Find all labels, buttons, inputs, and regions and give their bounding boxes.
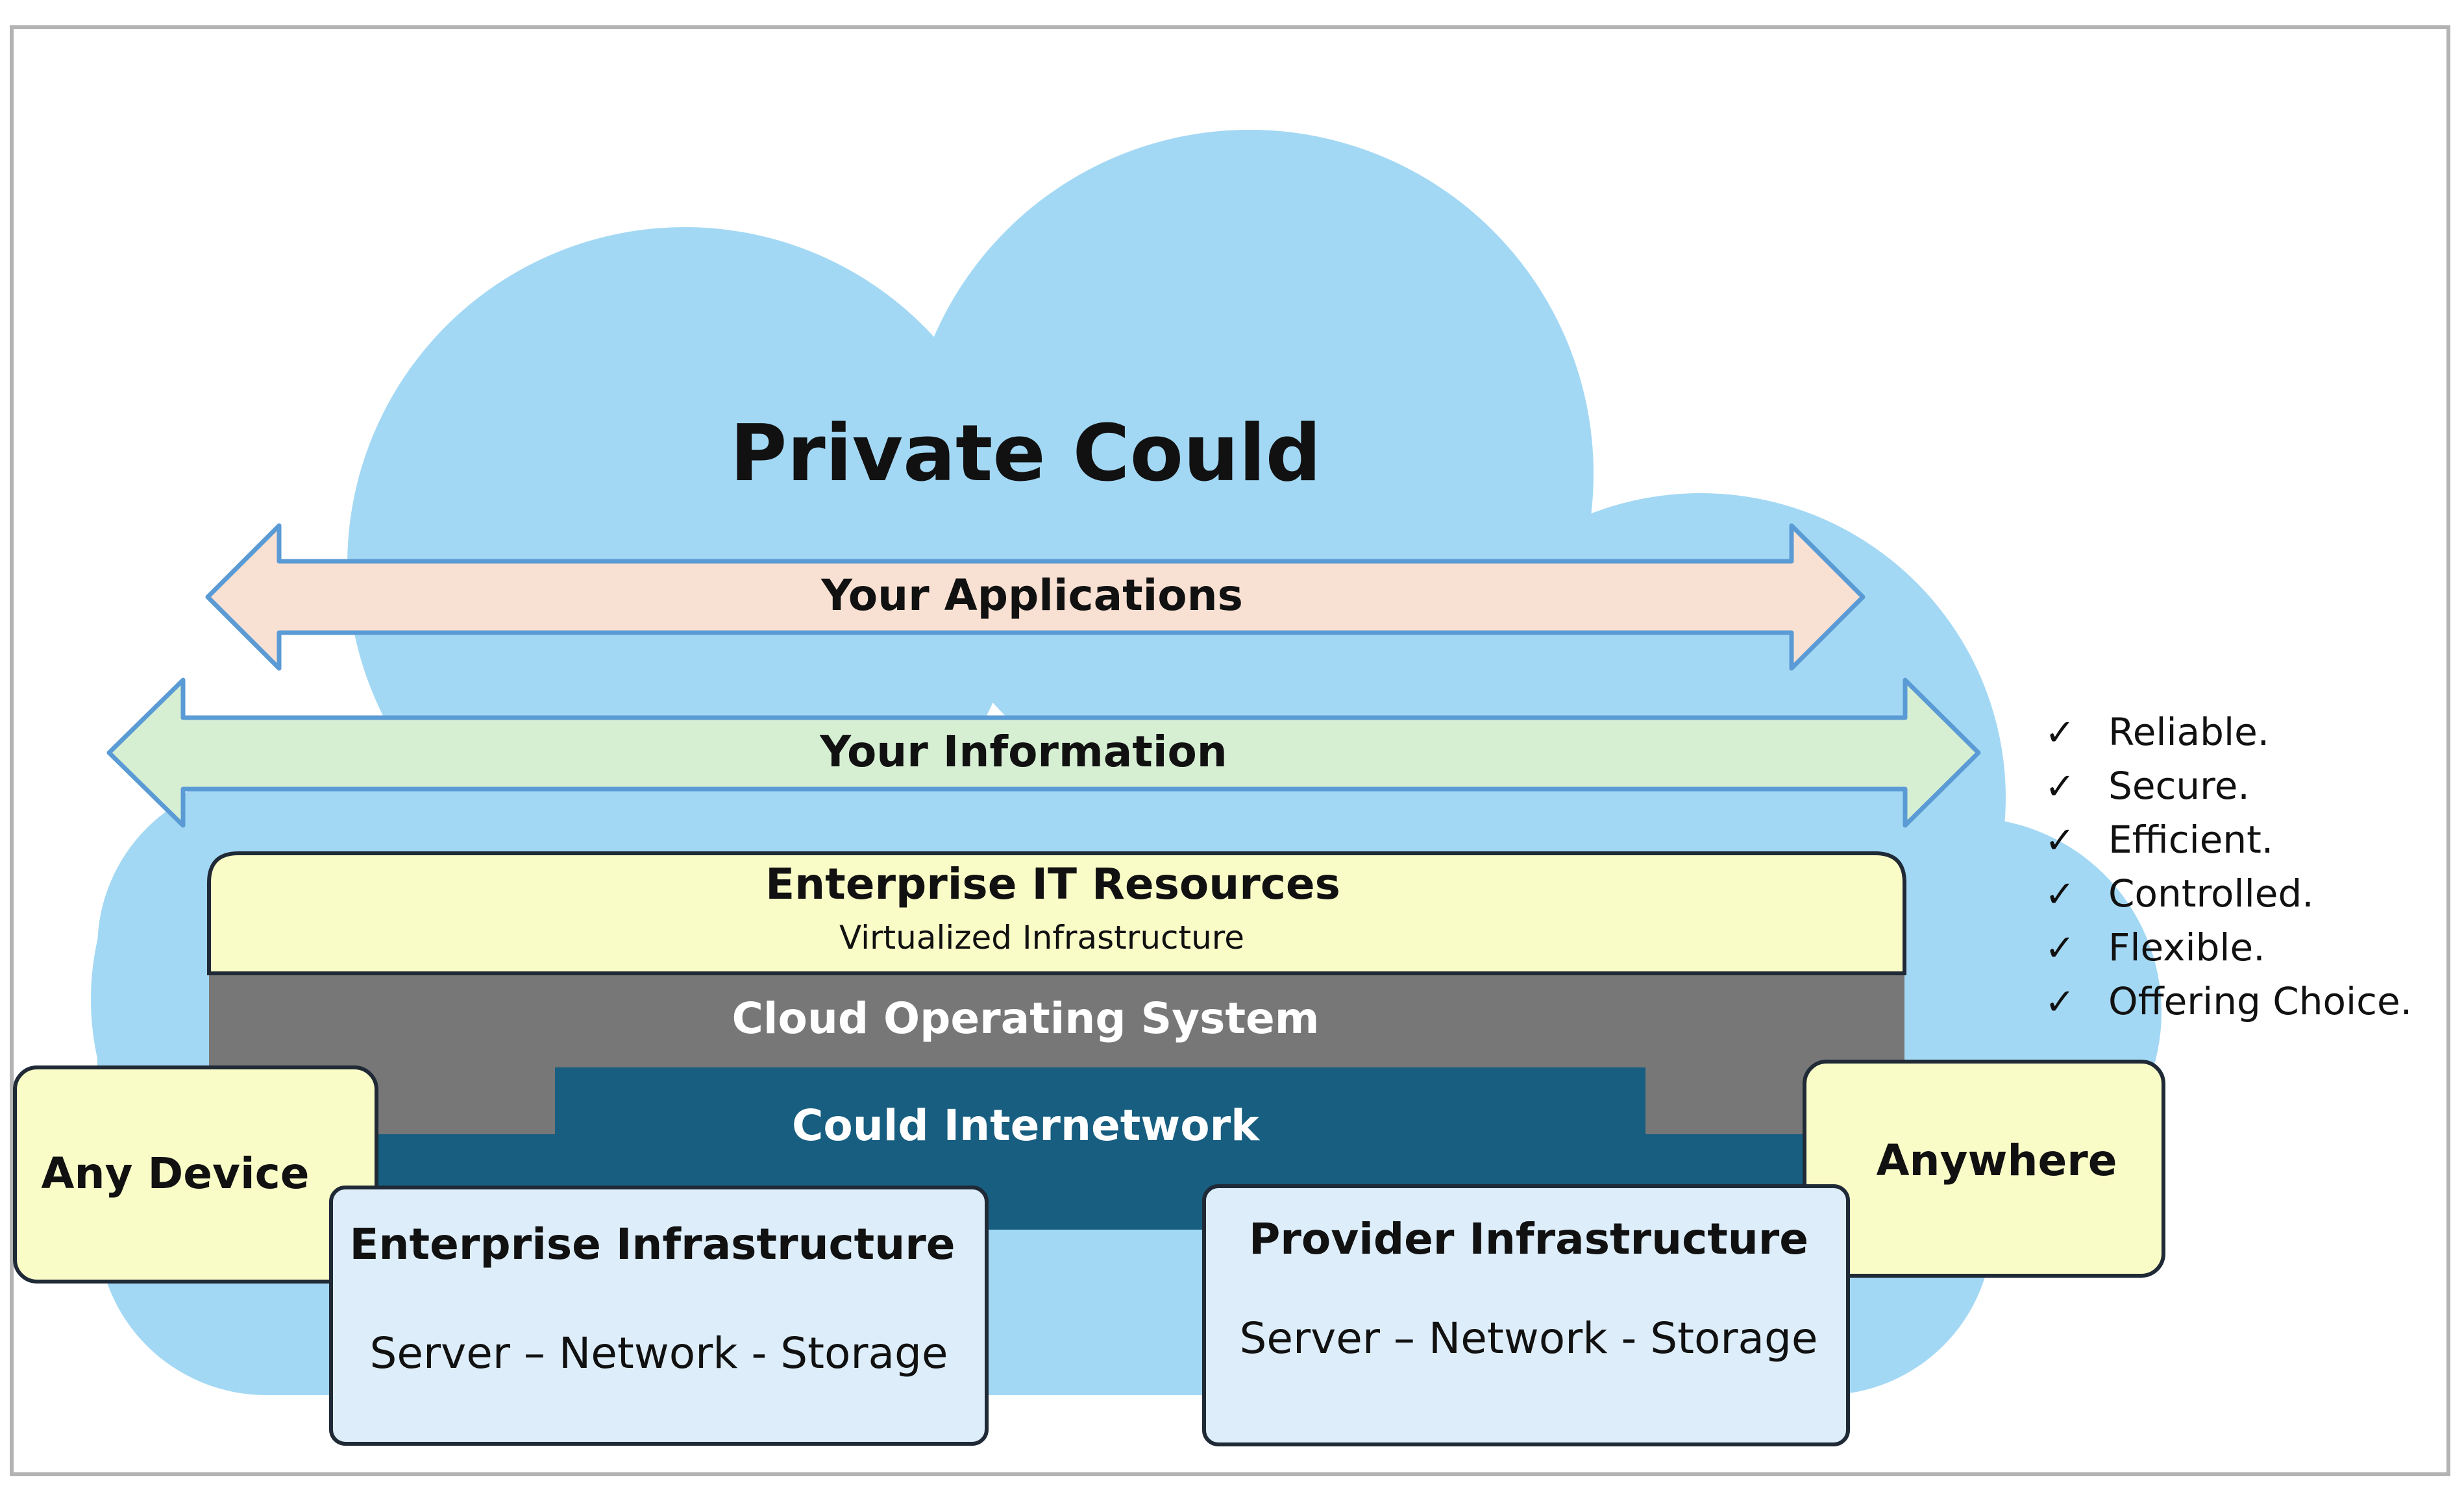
internetwork-label: Could Internetwork <box>792 1101 1261 1150</box>
benefit-item: Secure. <box>2108 764 2250 808</box>
check-icon: ✓ <box>2045 820 2075 862</box>
anywhere-box <box>1803 1060 2165 1278</box>
check-icon: ✓ <box>2045 766 2075 808</box>
anywhere-label: Anywhere <box>1876 1136 2117 1186</box>
any-device-box <box>13 1065 378 1284</box>
benefit-item: Controlled. <box>2108 871 2314 916</box>
benefits-list: ✓ Reliable. ✓ Secure. ✓ Efficient. ✓ Con… <box>2045 710 2412 1023</box>
benefit-item: Offering Choice. <box>2108 979 2412 1023</box>
cloud-os-label: Cloud Operating System <box>732 993 1319 1043</box>
any-device-label: Any Device <box>41 1149 309 1199</box>
check-icon: ✓ <box>2045 712 2075 754</box>
applications-arrow-label: Your Applications <box>820 570 1243 620</box>
check-icon: ✓ <box>2045 981 2075 1023</box>
benefit-item: Reliable. <box>2108 710 2269 754</box>
information-arrow <box>106 677 1981 828</box>
enterprise-infrastructure-title: Enterprise Infrastructure <box>349 1219 955 1269</box>
provider-infrastructure-box <box>1202 1184 1850 1446</box>
benefit-item: Flexible. <box>2108 925 2265 969</box>
enterprise-infrastructure-subtitle: Server – Network - Storage <box>370 1328 948 1378</box>
enterprise-it-sublabel: Virtualized Infrastructure <box>839 919 1244 956</box>
enterprise-infrastructure-box <box>329 1186 989 1446</box>
check-icon: ✓ <box>2045 873 2075 916</box>
enterprise-it-layer <box>207 851 1906 975</box>
applications-arrow <box>205 523 1866 671</box>
provider-infrastructure-title: Provider Infrastructure <box>1249 1214 1808 1264</box>
provider-infrastructure-subtitle: Server – Network - Storage <box>1240 1313 1818 1363</box>
diagram-title: Private Could <box>730 409 1322 499</box>
enterprise-it-label: Enterprise IT Resources <box>765 859 1340 909</box>
check-icon: ✓ <box>2045 927 2075 969</box>
information-arrow-label: Your Information <box>819 727 1227 777</box>
benefit-item: Efficient. <box>2108 818 2273 862</box>
